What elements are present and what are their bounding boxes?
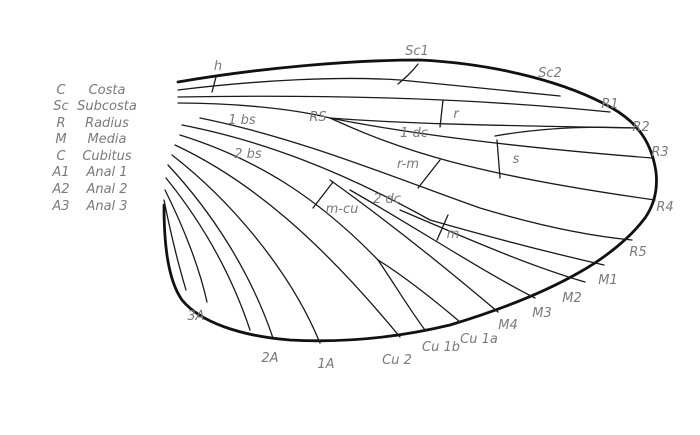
label-2a: 2A xyxy=(261,351,278,366)
m2-vein xyxy=(399,209,586,283)
label-m: m xyxy=(447,227,460,242)
r4-vein xyxy=(329,117,656,201)
legend-name-radius: Radius xyxy=(85,116,129,131)
label-m2: M2 xyxy=(562,291,582,306)
label-sc2: Sc2 xyxy=(538,66,562,81)
costa-vein xyxy=(162,58,658,343)
anal-2-vein xyxy=(167,164,274,339)
label-r1: R1 xyxy=(601,97,618,112)
label-s: s xyxy=(513,152,520,167)
label-r-m: r-m xyxy=(397,157,419,172)
m4-vein xyxy=(329,179,499,313)
legend-abbr-cubitus: C xyxy=(56,149,66,164)
label-2-dc: 2 dc xyxy=(373,192,401,207)
label-h: h xyxy=(214,59,222,74)
r5-vein xyxy=(199,117,633,241)
label-m1: M1 xyxy=(598,273,618,288)
label-cu2: Cu 2 xyxy=(382,353,412,368)
label-1-dc: 1 dc xyxy=(400,126,428,141)
legend-abbr-radius: R xyxy=(56,116,65,131)
s-crossvein xyxy=(496,139,501,179)
humeral-crossvein xyxy=(211,76,217,93)
m-crossvein xyxy=(436,214,449,241)
legend-abbr-subcosta: Sc xyxy=(53,99,68,114)
legend-abbr-media: M xyxy=(55,132,66,147)
r1-vein xyxy=(177,95,611,113)
label-rs: RS xyxy=(309,110,326,125)
legend-name-anal-3: Anal 3 xyxy=(85,199,127,214)
label-r5: R5 xyxy=(629,245,646,260)
legend-abbr-costa: C xyxy=(56,83,66,98)
legend-abbr-anal-3: A3 xyxy=(51,199,69,214)
r-m-crossvein xyxy=(417,159,441,189)
wing-outline xyxy=(162,58,658,343)
label-1-bs: 1 bs xyxy=(228,113,256,128)
cu1a-vein xyxy=(377,259,461,323)
cu2-vein xyxy=(174,144,401,338)
label-cu1a: Cu 1a xyxy=(460,332,498,347)
m3-vein xyxy=(349,189,536,299)
radius-vein xyxy=(177,102,331,119)
anal-2b-vein xyxy=(165,177,251,331)
r2-branch xyxy=(494,126,637,137)
r3-vein xyxy=(329,117,653,159)
legend-abbr-anal-1: A1 xyxy=(51,165,69,180)
m1-vein xyxy=(429,219,605,266)
legend-name-anal-2: Anal 2 xyxy=(85,182,127,197)
label-r4: R4 xyxy=(656,200,673,215)
legend-name-anal-1: Anal 1 xyxy=(85,165,127,180)
legend-abbr-anal-2: A2 xyxy=(51,182,69,197)
r-crossvein xyxy=(439,99,444,128)
legend-name-media: Media xyxy=(87,132,126,147)
legend-name-cubitus: Cubitus xyxy=(82,149,132,164)
vein-legend: C Costa Sc Subcosta R Radius M Media C C… xyxy=(51,83,136,214)
media-vein xyxy=(181,124,431,221)
m-cu-crossvein xyxy=(312,181,334,209)
vein-labels: h Sc1 Sc2 R1 R2 R3 R4 R5 M1 M2 M3 M4 Cu … xyxy=(187,44,673,372)
label-sc1: Sc1 xyxy=(405,44,429,59)
label-cu1b: Cu 1b xyxy=(422,340,460,355)
anal-3b-vein xyxy=(163,199,187,291)
label-2-bs: 2 bs xyxy=(234,147,262,162)
cu1b-vein xyxy=(377,259,426,331)
wing-veins xyxy=(163,95,656,344)
legend-name-costa: Costa xyxy=(89,83,126,98)
legend-name-subcosta: Subcosta xyxy=(77,99,137,114)
cubitus-vein xyxy=(179,134,379,261)
label-m-cu: m-cu xyxy=(326,202,359,217)
anal-1-vein xyxy=(171,154,321,344)
label-r2: R2 xyxy=(632,120,649,135)
label-r: r xyxy=(453,107,460,122)
label-m4: M4 xyxy=(498,318,518,333)
label-3a: 3A xyxy=(187,309,204,324)
label-m3: M3 xyxy=(532,306,552,321)
subcosta-vein xyxy=(177,77,561,97)
anal-3-vein xyxy=(164,189,208,303)
label-1a: 1A xyxy=(317,357,334,372)
label-r3: R3 xyxy=(651,145,668,160)
subcosta-sc1-branch xyxy=(397,63,419,85)
